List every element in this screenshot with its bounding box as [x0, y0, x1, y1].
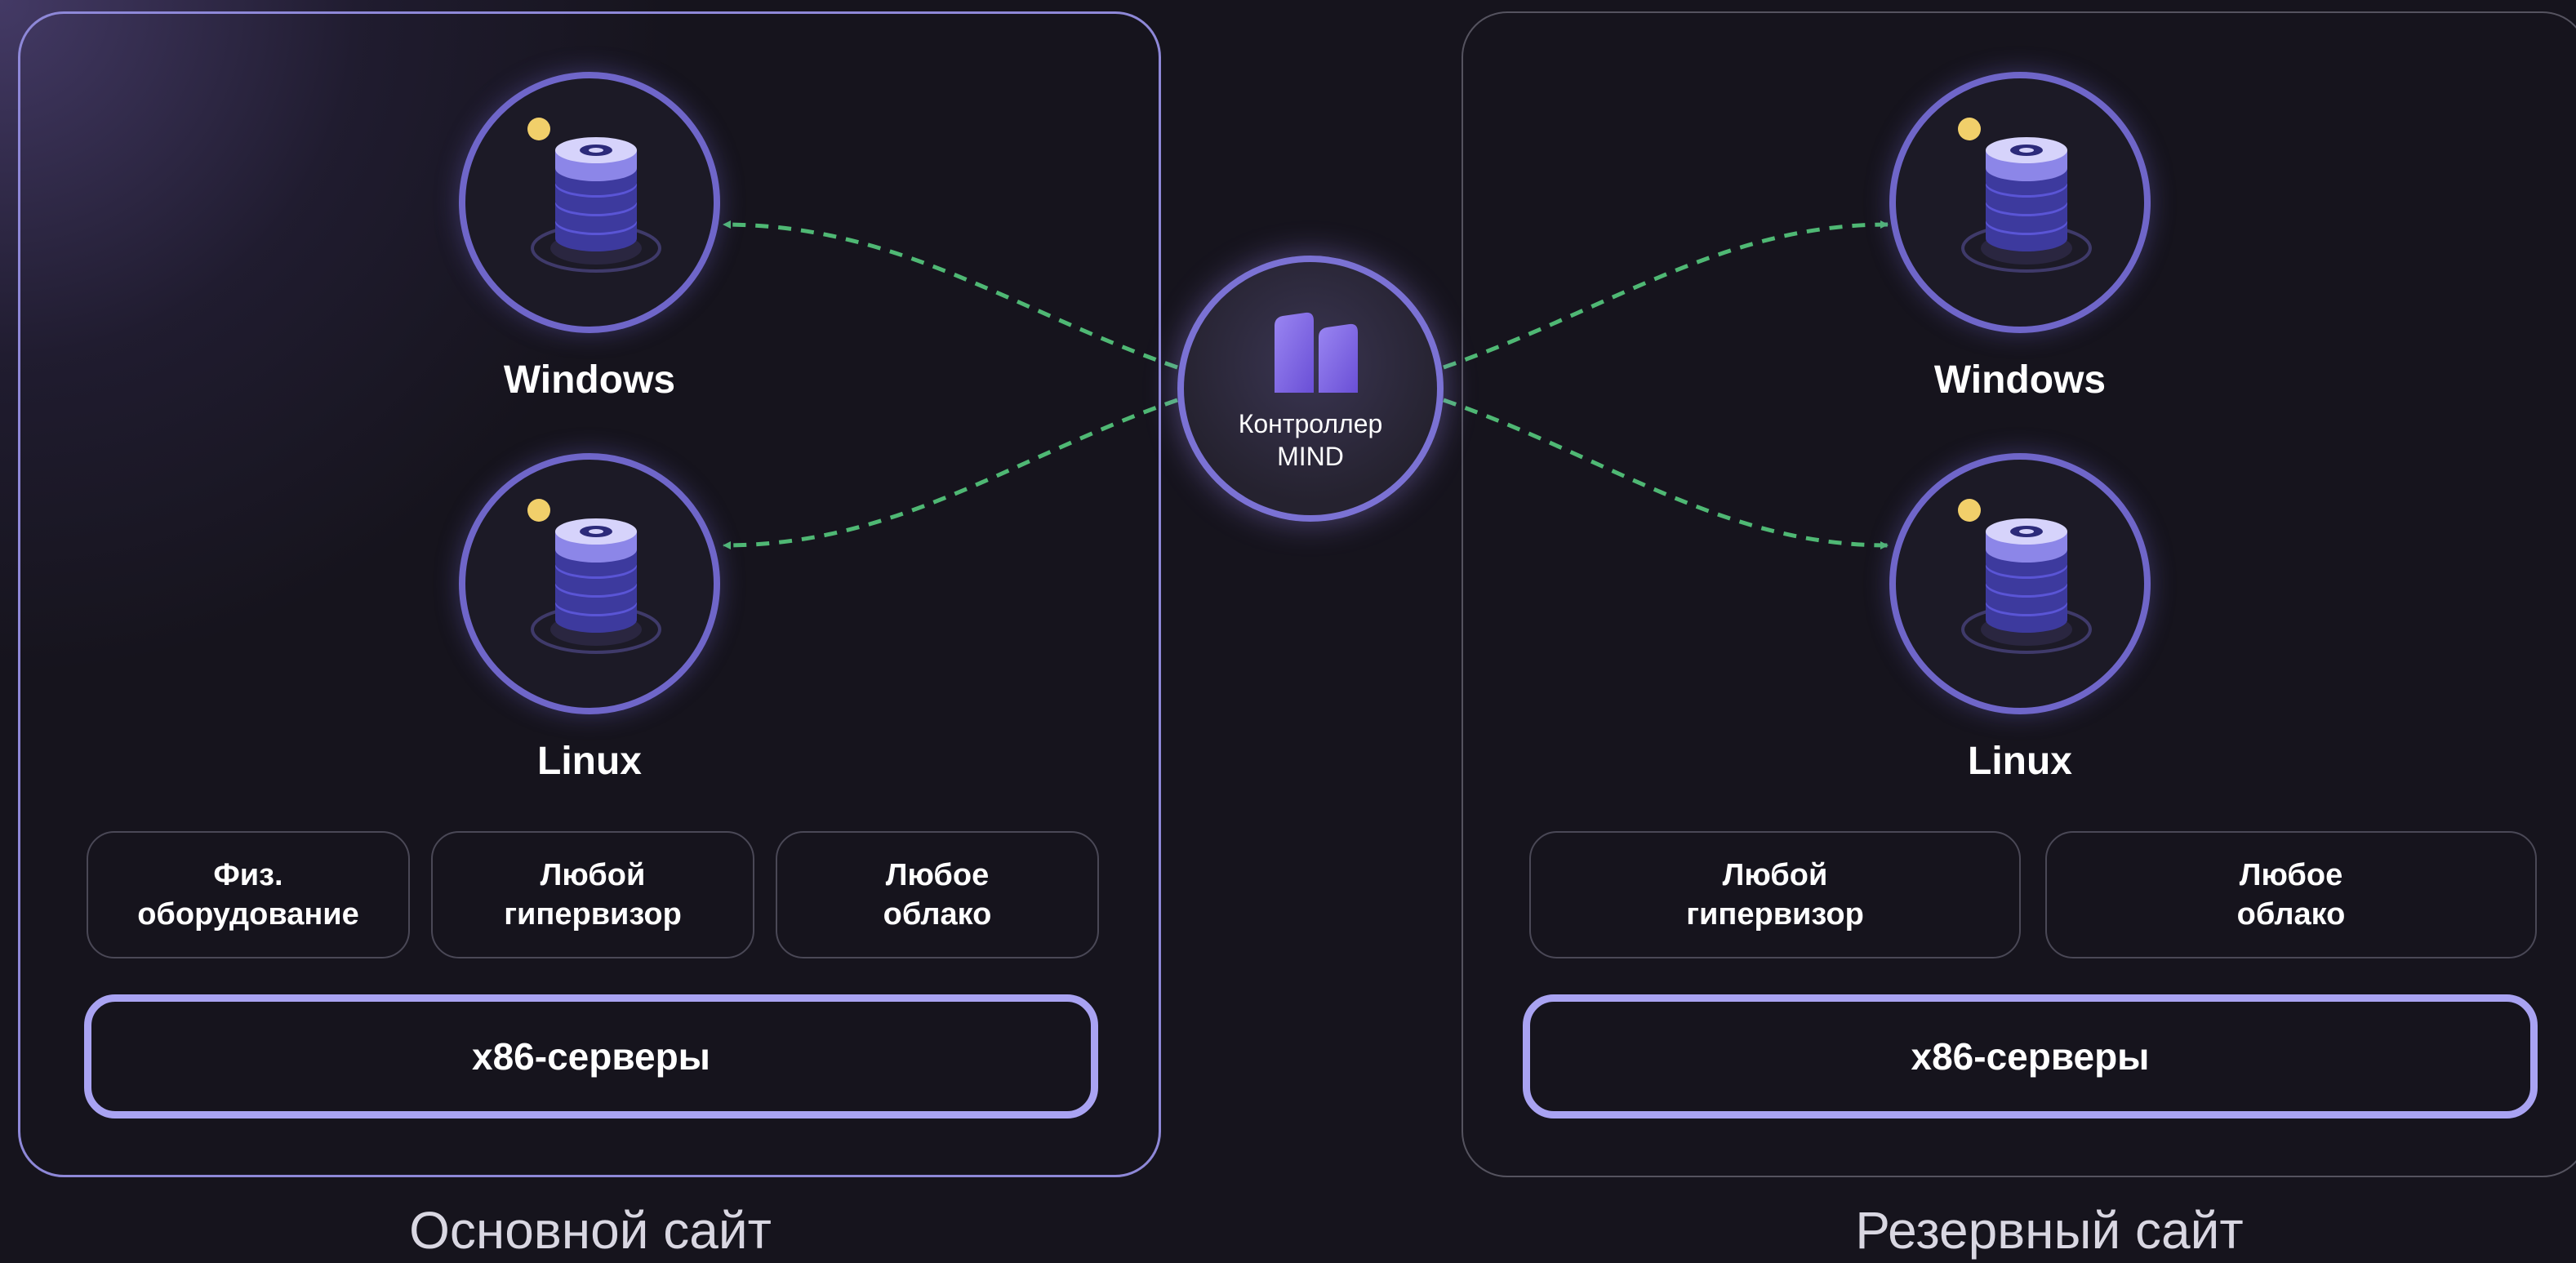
database-stack-icon: [527, 118, 661, 273]
backup-linux-label: Linux: [1968, 740, 2072, 783]
status-dot-icon: [527, 499, 550, 522]
primary-linux-label: Linux: [537, 740, 642, 783]
backup-servers-bar: x86-серверы: [1523, 994, 2538, 1118]
primary-env-hypervisor: Любой гипервизор: [431, 831, 754, 958]
backup-site-caption: Резервный сайт: [1855, 1201, 2244, 1260]
controller-label-line2: MIND: [1277, 442, 1344, 471]
primary-env-cloud: Любое облако: [776, 831, 1099, 958]
database-stack-icon: [1958, 499, 2092, 654]
database-stack-icon: [527, 499, 661, 654]
controller-to-primary-windows: [723, 220, 1178, 370]
primary-windows-node: [459, 72, 720, 333]
controller-to-backup-windows: [1443, 220, 1889, 370]
backup-site-panel: [1462, 11, 2576, 1177]
primary-servers-bar: x86-серверы: [84, 994, 1098, 1118]
controller-label: Контроллер MIND: [1184, 407, 1437, 473]
primary-windows-label: Windows: [503, 358, 676, 402]
backup-windows-node: [1889, 72, 2151, 333]
backup-env-hypervisor: Любой гипервизор: [1529, 831, 2021, 958]
controller-label-line1: Контроллер: [1238, 409, 1383, 438]
status-dot-icon: [527, 118, 550, 140]
controller-to-backup-linux: [1443, 398, 1889, 549]
status-dot-icon: [1958, 118, 1981, 140]
primary-site-caption: Основной сайт: [409, 1201, 772, 1260]
primary-env-physical: Физ. оборудование: [87, 831, 410, 958]
database-stack-icon: [1958, 118, 2092, 273]
mind-logo-icon: [1275, 312, 1358, 393]
primary-linux-node: [459, 453, 720, 714]
status-dot-icon: [1958, 499, 1981, 522]
backup-env-cloud: Любое облако: [2045, 831, 2537, 958]
backup-windows-label: Windows: [1933, 358, 2107, 402]
mind-controller: Контроллер MIND: [1177, 256, 1444, 522]
backup-linux-node: [1889, 453, 2151, 714]
controller-to-primary-linux: [723, 398, 1178, 549]
primary-site-panel: [18, 11, 1161, 1177]
